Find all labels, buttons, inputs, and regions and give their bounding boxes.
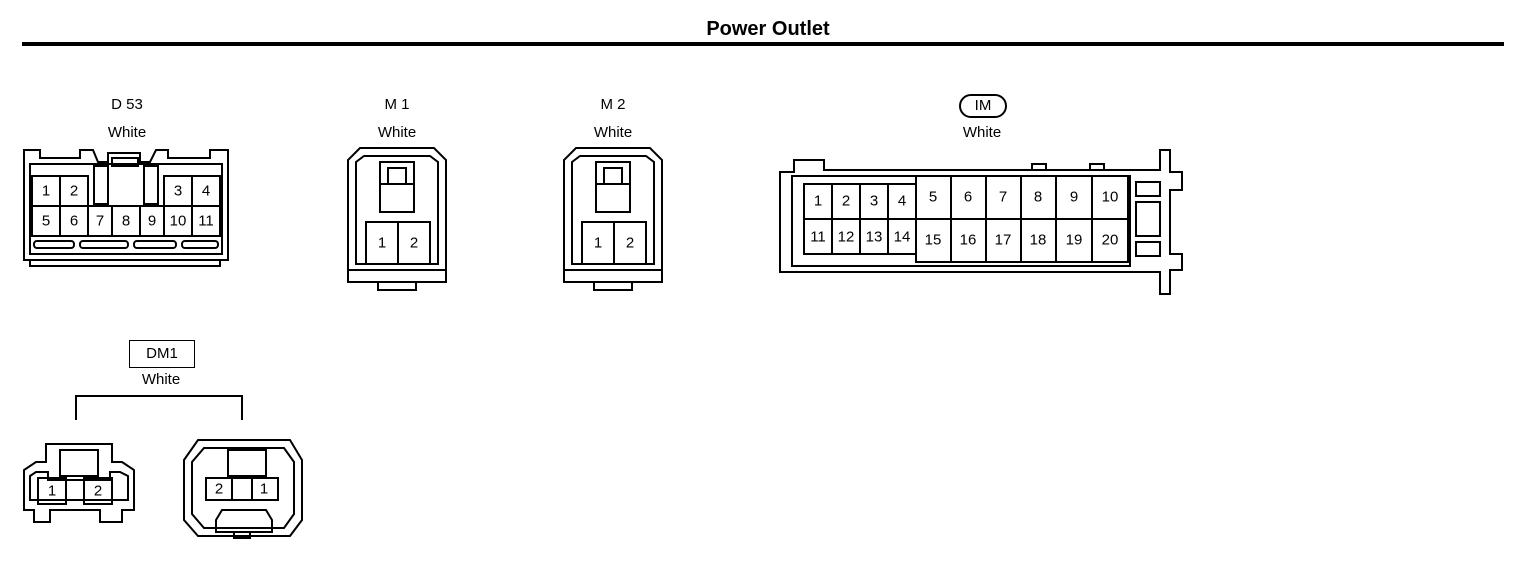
connector-m1 (347, 147, 447, 291)
d53-pin-7: 7 (96, 213, 104, 230)
d53-code-label: D 53 (111, 96, 143, 113)
dm1-color-label: White (141, 371, 181, 388)
dm1-right-pin-1: 1 (260, 481, 268, 498)
im-pin-12: 12 (838, 229, 855, 246)
im-pin-19: 19 (1066, 232, 1083, 249)
d53-pin-3: 3 (174, 183, 182, 200)
im-pin-6: 6 (964, 189, 972, 206)
im-pin-13: 13 (866, 229, 883, 246)
title-rule (22, 42, 1504, 46)
d53-pin-9: 9 (148, 213, 156, 230)
dm1-left-pin-1: 1 (48, 483, 56, 500)
d53-pin-2: 2 (70, 183, 78, 200)
m1-pin-1: 1 (378, 235, 386, 252)
im-pin-20: 20 (1102, 232, 1119, 249)
im-pin-1: 1 (814, 193, 822, 210)
dm1-left-pin-2: 2 (94, 483, 102, 500)
im-code-label: IM (959, 94, 1007, 118)
d53-pin-11: 11 (198, 213, 214, 230)
im-pin-5: 5 (929, 189, 937, 206)
im-color-label: White (962, 124, 1002, 141)
m1-color-label: White (377, 124, 417, 141)
connector-d53 (23, 149, 229, 267)
im-pin-10: 10 (1102, 189, 1119, 206)
dm1-code-label: DM1 (129, 340, 195, 368)
m2-pin-1: 1 (594, 235, 602, 252)
im-pin-15: 15 (925, 232, 942, 249)
im-pin-2: 2 (842, 193, 850, 210)
m1-pin-2: 2 (410, 235, 418, 252)
m2-pin-2: 2 (626, 235, 634, 252)
im-pin-11: 11 (810, 229, 826, 246)
connector-im (779, 149, 1183, 295)
im-pin-14: 14 (894, 229, 911, 246)
im-pin-8: 8 (1034, 189, 1042, 206)
page-title: Power Outlet (706, 18, 830, 40)
im-pin-4: 4 (898, 193, 906, 210)
connector-m2 (563, 147, 663, 291)
d53-pin-5: 5 (42, 213, 50, 230)
im-pin-17: 17 (995, 232, 1012, 249)
d53-pin-8: 8 (122, 213, 130, 230)
im-pin-7: 7 (999, 189, 1007, 206)
d53-color-label: White (107, 124, 147, 141)
im-pin-16: 16 (960, 232, 977, 249)
d53-pin-4: 4 (202, 183, 210, 200)
m2-color-label: White (593, 124, 633, 141)
d53-pin-1: 1 (42, 183, 50, 200)
m1-code-label: M 1 (384, 96, 410, 113)
dm1-right-pin-2: 2 (215, 481, 223, 498)
im-pin-3: 3 (870, 193, 878, 210)
connector-dm1 (23, 395, 303, 539)
im-pin-9: 9 (1070, 189, 1078, 206)
d53-pin-10: 10 (170, 213, 187, 230)
m2-code-label: M 2 (600, 96, 626, 113)
im-pin-18: 18 (1030, 232, 1047, 249)
d53-pin-6: 6 (70, 213, 78, 230)
